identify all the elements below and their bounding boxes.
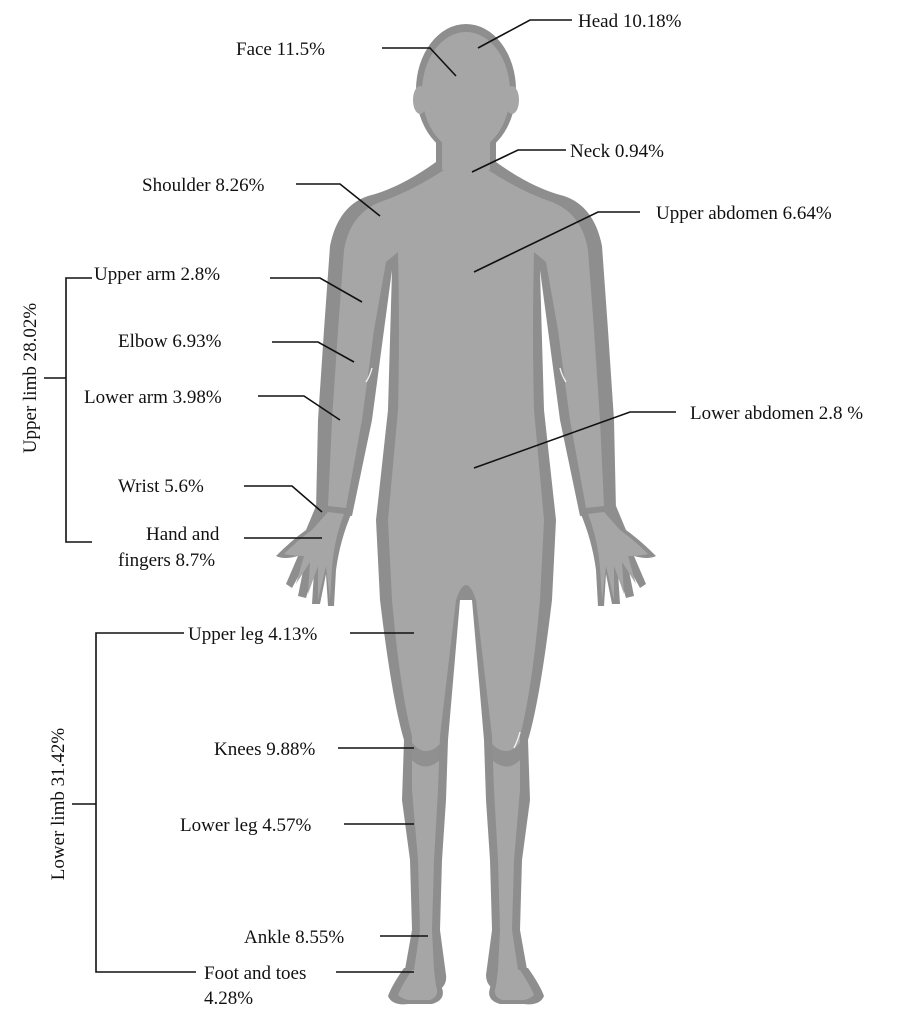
upper-limb-bracket bbox=[66, 278, 92, 542]
upper-limb-group-label: Upper limb 28.02% bbox=[20, 303, 41, 454]
head-label: Head 10.18% bbox=[578, 11, 682, 32]
upper-leg-label: Upper leg 4.13% bbox=[188, 624, 317, 645]
lower-leg-label: Lower leg 4.57% bbox=[180, 815, 312, 836]
lower-limb-group-label: Lower limb 31.42% bbox=[48, 728, 69, 881]
wrist-leader bbox=[244, 486, 322, 512]
neck-label: Neck 0.94% bbox=[570, 141, 664, 162]
knees-label: Knees 9.88% bbox=[214, 739, 315, 760]
shoulder-label: Shoulder 8.26% bbox=[142, 175, 265, 196]
upper-arm-label: Upper arm 2.8% bbox=[94, 264, 220, 285]
wrist-label: Wrist 5.6% bbox=[118, 476, 204, 497]
ankle-label: Ankle 8.55% bbox=[244, 927, 344, 948]
face-label: Face 11.5% bbox=[236, 39, 325, 60]
foot-label-line2: 4.28% bbox=[204, 988, 253, 1009]
lower-arm-label: Lower arm 3.98% bbox=[84, 387, 222, 408]
elbow-label: Elbow 6.93% bbox=[118, 331, 222, 352]
foot-label-line1: Foot and toes bbox=[204, 963, 306, 984]
upper-abdomen-label: Upper abdomen 6.64% bbox=[656, 203, 832, 224]
lower-limb-bracket bbox=[96, 633, 196, 972]
hand-label-line1: Hand and bbox=[146, 524, 220, 545]
lower-abdomen-label: Lower abdomen 2.8 % bbox=[690, 403, 863, 424]
hand-label-line2: fingers 8.7% bbox=[118, 550, 215, 571]
human-figure bbox=[276, 24, 656, 1004]
